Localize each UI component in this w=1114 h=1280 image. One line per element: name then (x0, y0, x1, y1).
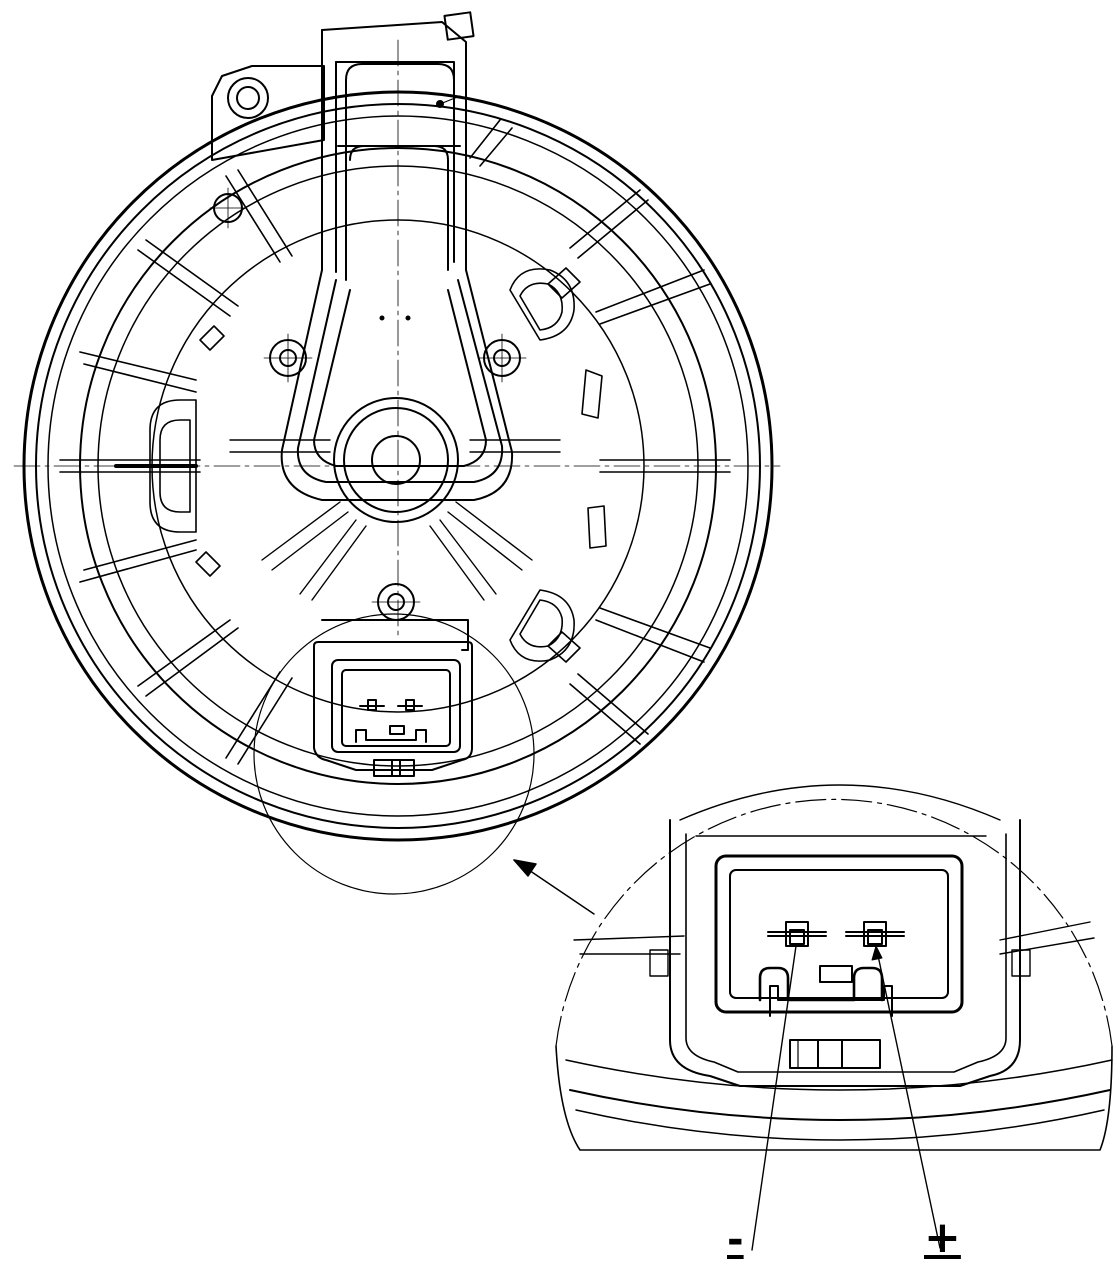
inner-spokes (229, 439, 561, 601)
motor-arm (280, 11, 514, 501)
detail-view (555, 784, 1113, 1251)
detail-arrow (513, 859, 595, 915)
ring-clips (195, 267, 607, 663)
right-bosses (509, 268, 575, 662)
negative-terminal-label: - (727, 1217, 744, 1263)
mounting-ear (209, 65, 325, 229)
positive-terminal-label: + (924, 1212, 961, 1263)
left-bosses (114, 399, 198, 533)
center-hub (333, 397, 459, 523)
connector-main (313, 619, 473, 777)
screw-bosses (263, 333, 527, 621)
center-lines (13, 39, 781, 641)
detail-marker-circle (253, 613, 535, 895)
